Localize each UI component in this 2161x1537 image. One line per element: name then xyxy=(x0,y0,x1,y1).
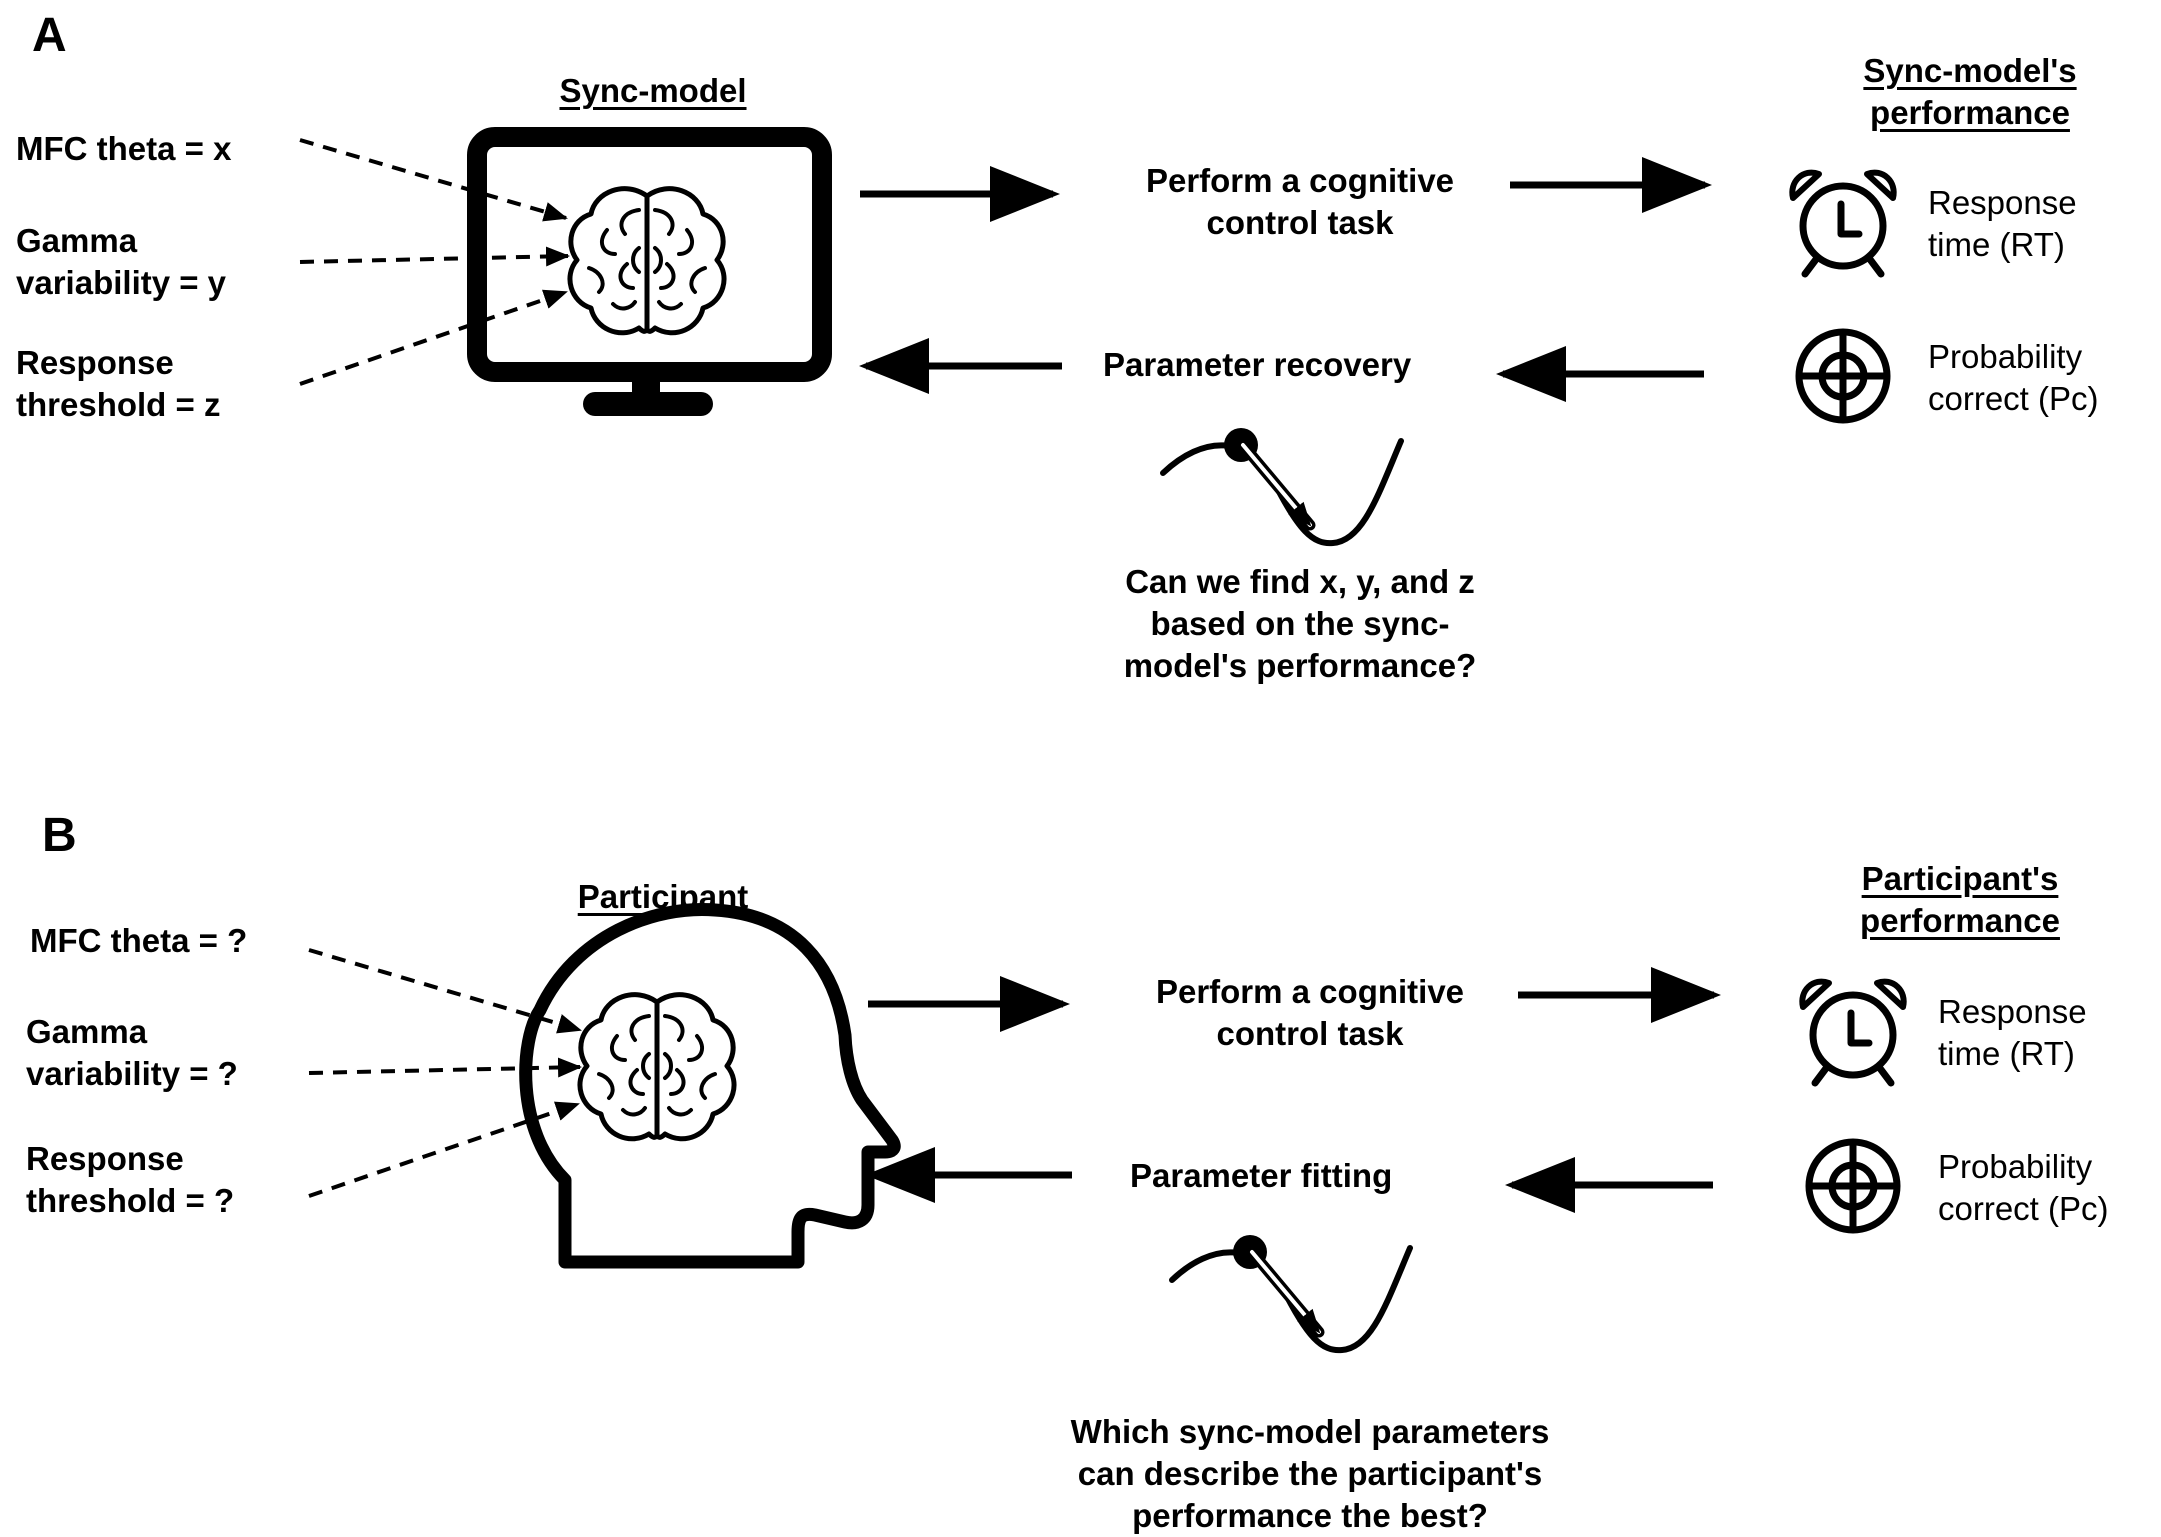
performance-title-b-line2: performance xyxy=(1860,902,2060,939)
flow-arrows-b xyxy=(865,967,1721,1213)
rt-label-a-line1: Response xyxy=(1928,184,2077,221)
question-b-line2: can describe the participant's xyxy=(1077,1455,1543,1492)
question-a-line3: model's performance? xyxy=(1123,647,1477,684)
pc-label-a-line1: Probability xyxy=(1928,338,2083,375)
question-a-line1: Can we find x, y, and z xyxy=(1125,563,1475,600)
alarm-clock-icon xyxy=(1792,173,1893,274)
performance-title-a-line2: performance xyxy=(1870,94,2070,131)
pc-label-a-line2: correct (Pc) xyxy=(1928,380,2099,417)
parameter-dashed-arrows-b xyxy=(308,948,582,1198)
task-b-line1: Perform a cognitive xyxy=(1155,973,1465,1010)
param-theta-a: MFC theta = x xyxy=(16,130,232,167)
recovery-label: Parameter recovery xyxy=(1103,346,1412,383)
optimization-curve-icon xyxy=(1163,428,1401,543)
task-b-line2: control task xyxy=(1216,1015,1404,1052)
question-b-line1: Which sync-model parameters xyxy=(1070,1413,1550,1450)
model-title-b: Participant xyxy=(577,878,749,915)
optimization-curve-icon xyxy=(1172,1235,1410,1350)
pc-label-b-line2: correct (Pc) xyxy=(1938,1190,2109,1227)
panel-label-a: A xyxy=(32,9,67,62)
param-gamma-b-line1: Gamma xyxy=(26,1013,148,1050)
fitting-label: Parameter fitting xyxy=(1130,1157,1393,1194)
param-threshold-b-line1: Response xyxy=(26,1140,184,1177)
model-title-a: Sync-model xyxy=(559,72,747,109)
rt-label-b-line2: time (RT) xyxy=(1938,1035,2075,1072)
question-a-line2: based on the sync- xyxy=(1150,605,1450,642)
performance-title-b-line1: Participant's xyxy=(1861,860,2059,897)
flow-arrows-a xyxy=(859,157,1712,402)
target-icon xyxy=(1799,332,1887,420)
param-theta-b: MFC theta = ? xyxy=(30,922,248,959)
alarm-clock-icon xyxy=(1802,982,1903,1083)
head-icon xyxy=(519,902,901,1269)
rt-label-a-line2: time (RT) xyxy=(1928,226,2065,263)
task-a-line1: Perform a cognitive xyxy=(1145,162,1455,199)
panel-label-b: B xyxy=(42,809,77,862)
monitor-icon xyxy=(467,127,832,416)
target-icon xyxy=(1809,1142,1897,1230)
parameter-dashed-arrows-a xyxy=(299,138,570,386)
performance-title-a-line1: Sync-model's xyxy=(1863,52,2077,89)
param-gamma-a-line2: variability = y xyxy=(16,264,227,301)
param-gamma-a-line1: Gamma xyxy=(16,222,138,259)
pc-label-b-line1: Probability xyxy=(1938,1148,2093,1185)
task-a-line2: control task xyxy=(1206,204,1394,241)
param-threshold-b-line2: threshold = ? xyxy=(26,1182,235,1219)
question-b-line3: performance the best? xyxy=(1132,1497,1488,1534)
param-gamma-b-line2: variability = ? xyxy=(26,1055,238,1092)
param-threshold-a-line2: threshold = z xyxy=(16,386,221,423)
brain-icon xyxy=(580,995,734,1139)
param-threshold-a-line1: Response xyxy=(16,344,174,381)
rt-label-b-line1: Response xyxy=(1938,993,2087,1030)
brain-icon xyxy=(570,189,724,333)
